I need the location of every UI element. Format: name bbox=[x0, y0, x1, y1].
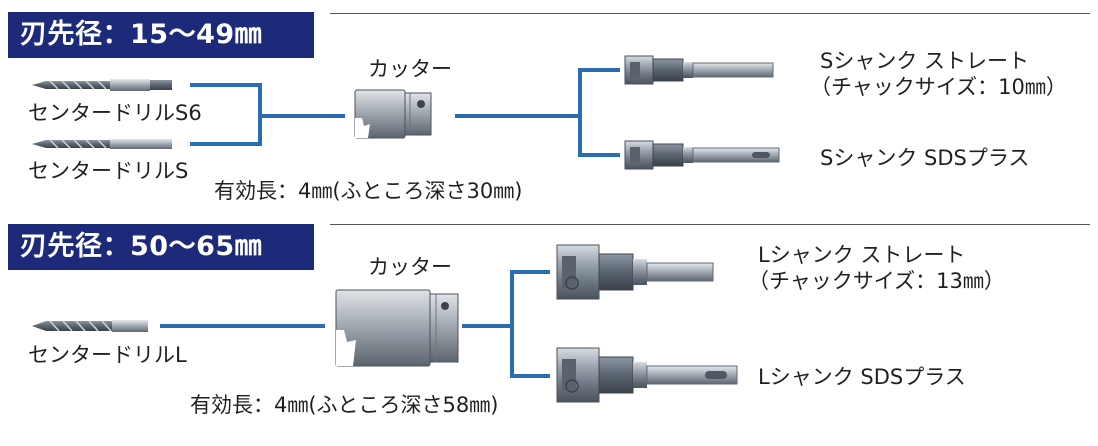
section1-drill-s-label: センタードリルS bbox=[28, 159, 189, 183]
section1-cutter-label: カッター bbox=[368, 57, 452, 81]
section1-shank-straight-icon bbox=[624, 55, 774, 85]
section2-drill-l-label: センタードリルL bbox=[28, 343, 187, 367]
section1-shank-sds-label: Sシャンク SDSプラス bbox=[820, 146, 1030, 170]
section2-shank-sds-label: Lシャンク SDSプラス bbox=[758, 365, 966, 389]
section1-shank-straight-chuck: （チャックサイズ：10㎜） bbox=[810, 75, 1067, 99]
section2-shank-straight-chuck: （チャックサイズ：13㎜） bbox=[748, 269, 1005, 293]
section2-badge: 刃先径：50〜65㎜ bbox=[8, 224, 314, 270]
section1-drill-s6-label: センタードリルS6 bbox=[28, 101, 202, 125]
section2-cutter-icon bbox=[335, 289, 459, 367]
section1-drill-s6-icon bbox=[32, 79, 172, 91]
section2-cutter-label: カッター bbox=[368, 255, 452, 279]
section2-drill-l-icon bbox=[32, 320, 148, 332]
section2-effective-length: 有効長：4㎜(ふところ深さ58㎜) bbox=[190, 393, 499, 417]
section1-drill-s-icon bbox=[32, 139, 172, 149]
section2-shank-straight-label: Lシャンク ストレート bbox=[758, 243, 966, 267]
section1-shank-straight-label: Sシャンク ストレート bbox=[820, 49, 1030, 73]
section2-shank-straight-icon bbox=[556, 244, 714, 300]
section2-rule bbox=[330, 224, 1090, 225]
section1-shank-sds-icon bbox=[624, 140, 780, 170]
section2-connectors bbox=[160, 270, 550, 378]
section1-badge: 刃先径：15〜49㎜ bbox=[8, 12, 314, 58]
section1-rule bbox=[330, 13, 1090, 14]
section1-cutter-icon bbox=[354, 89, 432, 139]
section1-connectors bbox=[190, 68, 620, 157]
section2-shank-sds-icon bbox=[556, 347, 738, 403]
section1-effective-length: 有効長：4㎜(ふところ深さ30㎜) bbox=[214, 179, 523, 203]
